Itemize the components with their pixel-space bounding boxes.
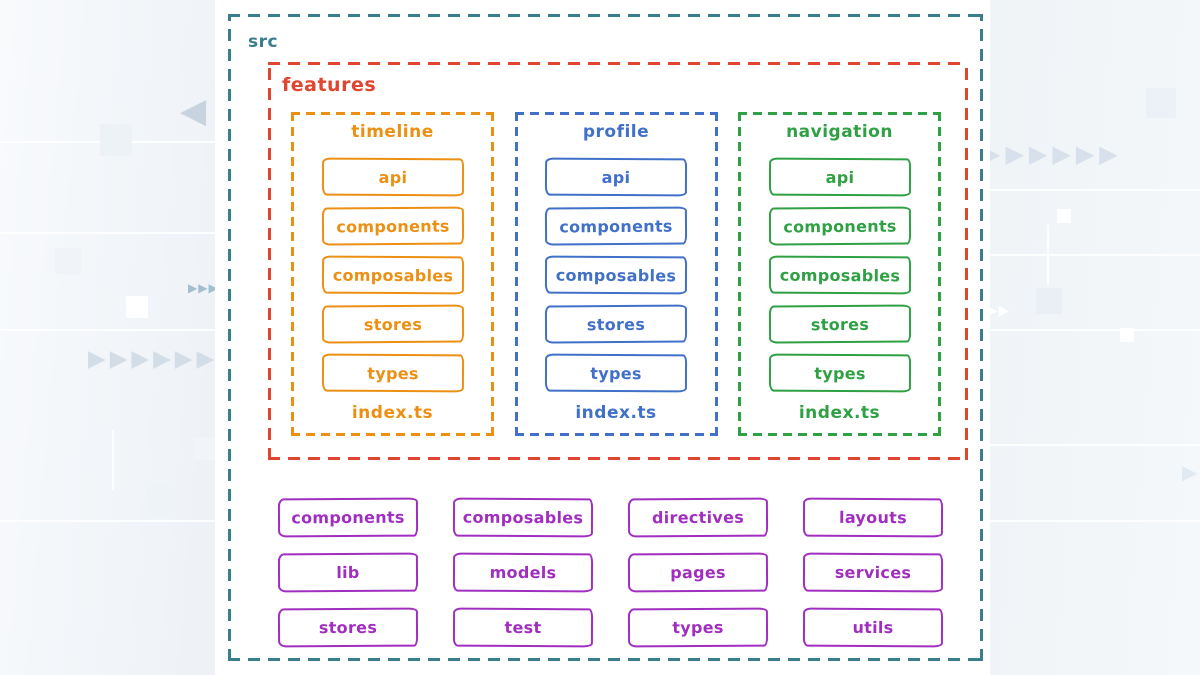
feature-modules-row: timeline api components composables stor…: [268, 112, 968, 436]
shared-folder-utils: utils: [802, 607, 944, 648]
decor-line: [112, 430, 114, 490]
folder-box-stores: stores: [321, 304, 464, 344]
module-title-navigation: navigation: [786, 122, 893, 142]
square-decoration: [1120, 328, 1134, 342]
decor-line: [990, 189, 1200, 191]
shared-folders-grid: components composables directives layout…: [277, 497, 944, 648]
square-decoration: [146, 486, 174, 514]
folder-box-types: types: [768, 353, 911, 393]
shared-folder-stores: stores: [277, 607, 419, 648]
module-title-timeline: timeline: [351, 122, 434, 142]
shared-folder-pages: pages: [627, 552, 769, 593]
folder-box-composables: composables: [544, 255, 688, 295]
folder-box-types: types: [544, 353, 688, 393]
shared-folder-models: models: [452, 552, 594, 593]
features-folder-label: features: [282, 74, 377, 96]
shared-folder-components: components: [277, 497, 419, 538]
folder-box-types: types: [321, 353, 464, 393]
features-folder-box: features timeline api components composa…: [268, 62, 968, 460]
square-decoration: [1057, 209, 1071, 223]
module-navigation: navigation api components composables st…: [738, 112, 941, 436]
folder-box-composables: composables: [321, 255, 464, 295]
arrow-row-icon: ▶▶▶: [188, 281, 219, 295]
decor-line: [990, 254, 1200, 256]
left-triangle-icon: ◀: [180, 91, 207, 131]
square-decoration: [1146, 88, 1176, 118]
folder-box-api: api: [768, 157, 911, 197]
folder-box-components: components: [768, 206, 911, 246]
shared-folder-layouts: layouts: [802, 497, 944, 538]
square-decoration: [193, 438, 215, 460]
decor-line: [1047, 225, 1049, 285]
folder-box-stores: stores: [544, 304, 688, 344]
shared-folder-test: test: [452, 607, 594, 648]
shared-folder-lib: lib: [277, 552, 419, 593]
folder-box-components: components: [321, 206, 464, 246]
square-decoration: [100, 124, 132, 156]
module-profile: profile api components composables store…: [514, 112, 718, 436]
arrow-row-icon: ▶▶▶▶▶▶: [88, 346, 219, 372]
square-decoration: [1036, 288, 1062, 314]
diagram-panel: src features timeline api components com…: [215, 0, 990, 675]
index-ts-label: index.ts: [798, 403, 881, 423]
square-decoration: [126, 296, 148, 318]
index-ts-label: index.ts: [351, 403, 434, 423]
src-folder-box: src features timeline api components com…: [228, 14, 983, 661]
shared-folder-types: types: [627, 607, 769, 648]
folder-box-stores: stores: [768, 304, 911, 344]
decor-line: [990, 444, 1200, 446]
shared-folder-services: services: [802, 552, 944, 593]
folder-box-api: api: [544, 157, 688, 197]
module-timeline: timeline api components composables stor…: [291, 112, 494, 436]
decor-line: [0, 232, 215, 234]
index-ts-label: index.ts: [575, 403, 657, 423]
folder-box-composables: composables: [768, 255, 911, 295]
square-decoration: [55, 248, 81, 274]
right-triangle-icon: ▶: [1182, 460, 1198, 484]
shared-folder-directives: directives: [627, 497, 769, 538]
module-title-profile: profile: [582, 122, 650, 142]
folder-box-components: components: [544, 206, 688, 246]
shared-folder-composables: composables: [452, 497, 594, 538]
arrow-row-icon: ▶▶▶▶▶▶: [982, 140, 1123, 168]
src-folder-label: src: [248, 32, 279, 52]
folder-box-api: api: [321, 157, 464, 197]
